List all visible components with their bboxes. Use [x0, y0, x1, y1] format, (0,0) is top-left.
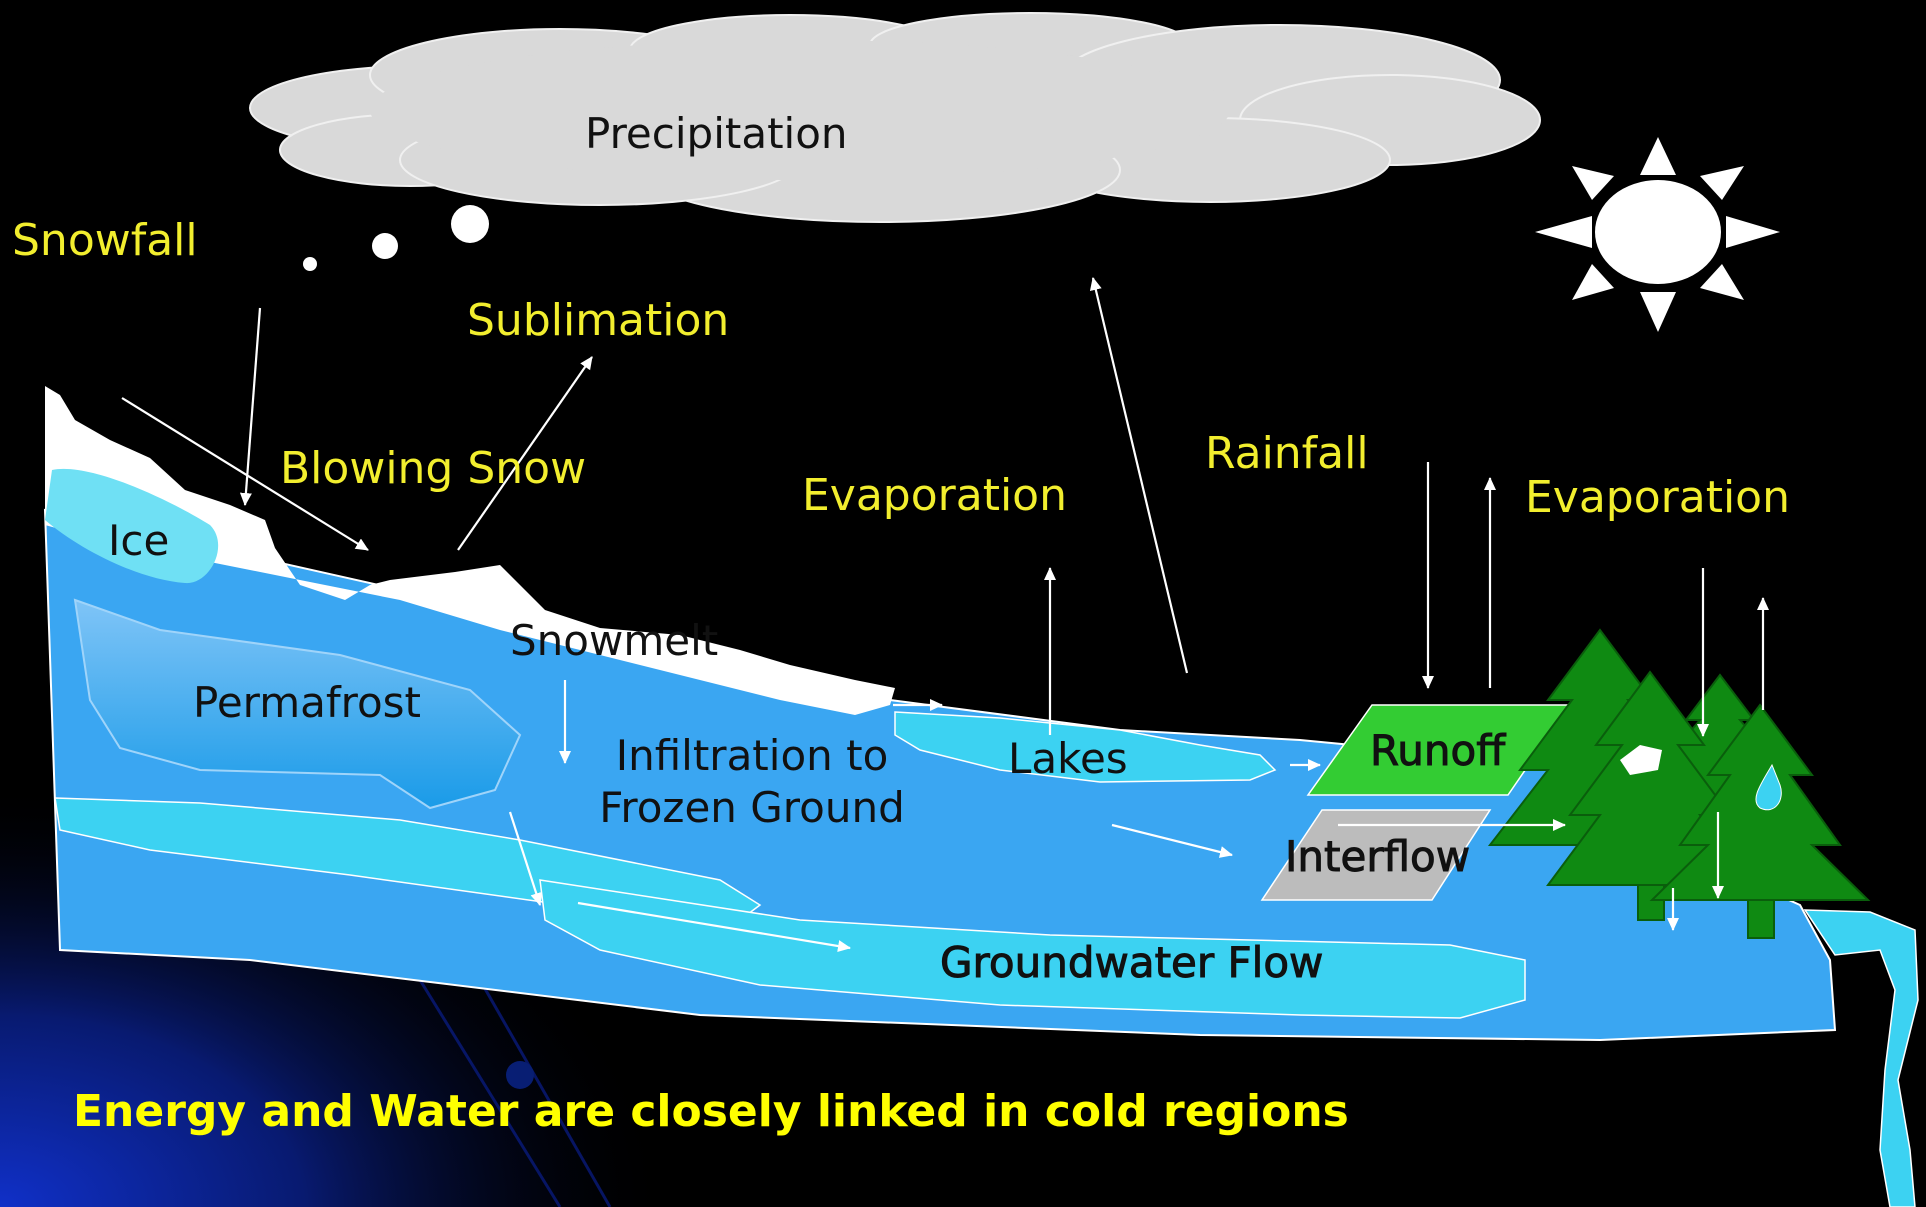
trees [1487, 628, 1871, 939]
cloud-droplets [303, 205, 489, 271]
label-blowing-snow: Blowing Snow [280, 443, 586, 494]
arrow-sublimation [457, 356, 593, 551]
lakes-body [894, 711, 1277, 783]
label-precipitation: Precipitation [585, 109, 848, 158]
background-streaks [418, 979, 612, 1207]
label-infiltration-line1: Infiltration to [616, 731, 889, 780]
label-runoff: Runoff [1370, 726, 1506, 775]
label-ice: Ice [108, 516, 169, 565]
runoff-box [1306, 704, 1572, 796]
label-snowfall: Snowfall [12, 215, 198, 266]
label-infiltration-line2: Frozen Ground [599, 783, 904, 832]
label-interflow: Interflow [1285, 832, 1470, 881]
label-rainfall: Rainfall [1205, 428, 1369, 479]
arrow-snowfall [239, 307, 262, 506]
waterfall [1803, 909, 1919, 1207]
permafrost-block [73, 598, 522, 810]
label-evaporation-right: Evaporation [1525, 472, 1790, 523]
label-sublimation: Sublimation [467, 295, 729, 346]
ice-lens [45, 468, 219, 584]
arrow-blowing-snow [121, 397, 369, 551]
label-permafrost: Permafrost [193, 678, 421, 727]
label-snowmelt: Snowmelt [510, 616, 718, 665]
label-groundwater-flow: Groundwater Flow [940, 938, 1323, 987]
arrow-to-interflow [1111, 823, 1233, 858]
caption: Energy and Water are closely linked in c… [73, 1086, 1349, 1137]
ground-water-body [43, 508, 1837, 1042]
sun-icon [1535, 137, 1780, 332]
label-lakes: Lakes [1008, 734, 1128, 783]
arrow-groundwater [577, 901, 851, 952]
interflow-box [1260, 809, 1492, 901]
arrow-precipitation-up [1089, 277, 1189, 674]
flow-arrows [121, 277, 1769, 952]
arrow-infiltration-down [508, 811, 543, 906]
label-evaporation-left: Evaporation [802, 470, 1067, 521]
cloud [249, 12, 1541, 223]
snow-clump-on-tree [1620, 745, 1662, 775]
groundwater-band-lower [539, 879, 1526, 1019]
water-drop-on-tree [1755, 763, 1782, 811]
